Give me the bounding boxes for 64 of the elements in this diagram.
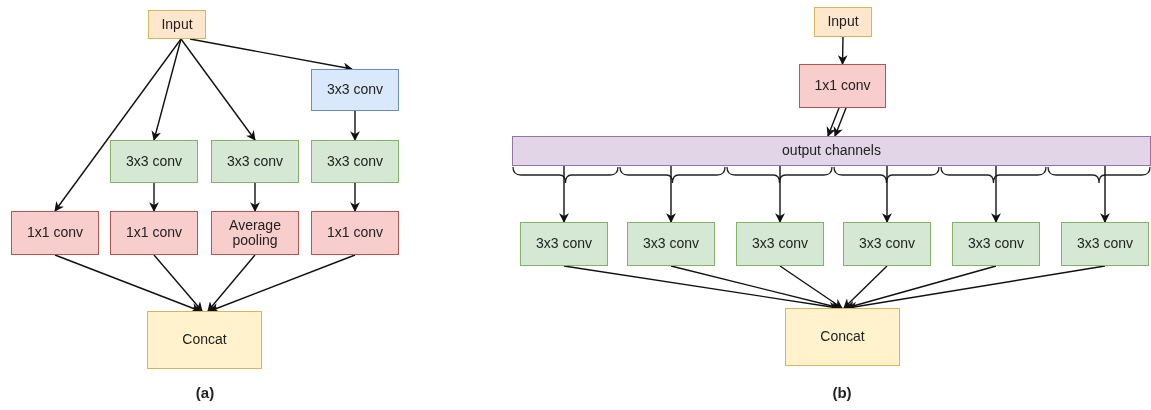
- arrow: [1100, 165, 1110, 223]
- conv-box: [311, 69, 399, 111]
- concat-box: [147, 311, 262, 369]
- node-label: 3x3 conv: [857, 236, 916, 252]
- node-label: Concat: [181, 332, 228, 348]
- conv-box: [311, 140, 399, 183]
- node-label: 3x3 conv: [534, 236, 593, 252]
- node-label: Concat: [819, 329, 866, 345]
- node-label: Input: [160, 16, 194, 33]
- conv-box: [211, 211, 299, 255]
- arrow: [207, 254, 256, 312]
- concat-box: [785, 308, 900, 366]
- arrow: [149, 182, 159, 212]
- arrow: [559, 165, 569, 223]
- conv-box: [110, 211, 198, 255]
- node-label: 3x3 conv: [325, 153, 384, 170]
- node-label: 3x3 conv: [966, 236, 1025, 252]
- node-label: 1x1 conv: [124, 225, 183, 241]
- conv-box: [799, 64, 886, 108]
- arrow: [779, 265, 843, 309]
- arrow: [180, 38, 256, 141]
- conv-box: [311, 211, 399, 255]
- node-label: 1x1 conv: [25, 225, 84, 241]
- conv-box: [11, 211, 99, 255]
- arrow: [833, 107, 847, 137]
- node-label: 1x1 conv: [813, 78, 872, 94]
- arrow: [151, 38, 182, 141]
- node-label: output channels: [781, 143, 882, 159]
- conv-box: [1061, 222, 1149, 266]
- node-label: 3x3 conv: [1075, 236, 1134, 252]
- conv-box: [736, 222, 824, 266]
- arrow: [209, 254, 356, 313]
- arrow: [54, 38, 182, 212]
- node-label: Average pooling: [228, 217, 282, 249]
- arrow: [666, 165, 676, 223]
- conv-box: [110, 140, 198, 183]
- node-label: Input: [826, 14, 860, 30]
- arrow: [837, 36, 848, 65]
- channels-bar: [512, 136, 1151, 166]
- node-label: 3x3 conv: [641, 236, 700, 252]
- node-label: 3x3 conv: [750, 236, 809, 252]
- panel-label: (b): [832, 384, 852, 401]
- arrow: [153, 254, 203, 312]
- panel-label: (a): [195, 384, 215, 401]
- arrow: [350, 182, 360, 212]
- arrow: [350, 110, 360, 141]
- arrow: [826, 107, 840, 137]
- input-box: [814, 7, 872, 37]
- conv-box: [520, 222, 608, 266]
- arrow: [775, 165, 785, 223]
- node-label: 3x3 conv: [225, 153, 284, 170]
- arrow: [54, 254, 201, 313]
- input-box: [148, 10, 206, 39]
- node-label: 1x1 conv: [325, 225, 384, 241]
- arrow: [843, 265, 888, 309]
- arrow: [991, 165, 1001, 223]
- node-label: 3x3 conv: [124, 153, 183, 170]
- arrow: [250, 182, 260, 212]
- conv-box: [627, 222, 715, 266]
- node-label: 3x3 conv: [325, 82, 384, 98]
- arrow: [882, 165, 892, 223]
- conv-box: [211, 140, 299, 183]
- conv-box: [952, 222, 1040, 266]
- conv-box: [843, 222, 931, 266]
